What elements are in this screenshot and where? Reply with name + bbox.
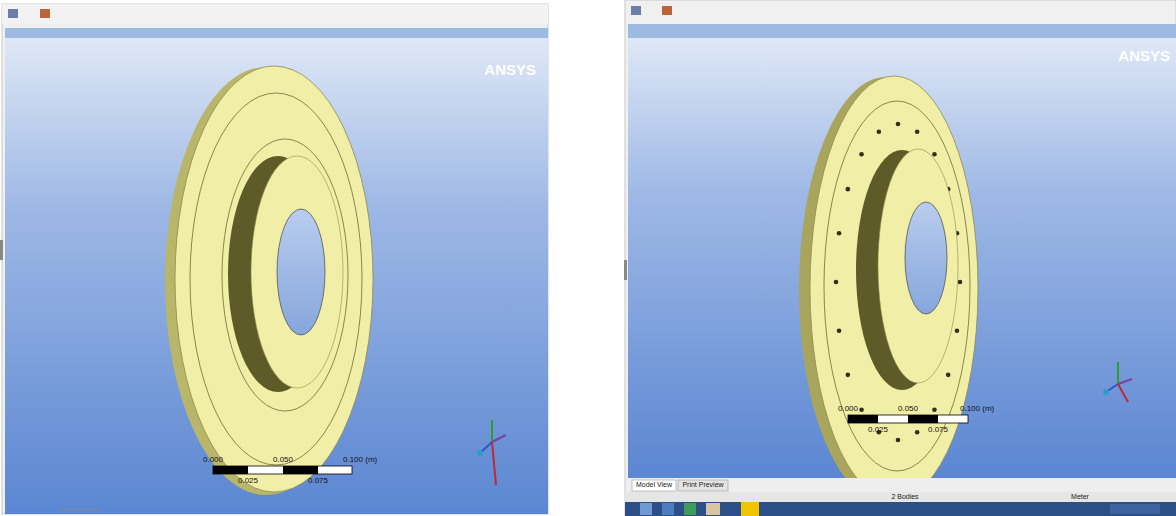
bolt-hole [846,373,851,378]
bolt-hole [834,280,839,285]
scale-value: 0.100 (m) [960,405,994,413]
left-window [0,4,548,514]
bolt-hole [896,122,901,127]
scale-value: 0.000 [203,456,223,464]
brand-logo: ANSYS [1118,48,1170,63]
right-window [624,0,1176,516]
tab-label: Print Preview [682,481,723,488]
scale-value: 0.100 (m) [343,456,377,464]
bolt-hole [896,438,901,443]
scale-value: 0.025 [238,477,258,485]
bolt-hole [915,430,920,435]
bolt-hole [859,408,864,413]
scale-value: 0.075 [308,477,328,485]
bolt-hole [946,373,951,378]
scale-value: 0.050 [273,456,293,464]
scale-value: 0.000 [838,405,858,413]
tab-label: Model View [636,481,672,488]
bolt-hole [877,129,882,134]
bolt-hole [846,187,851,192]
brand-logo: ANSYS [484,62,536,77]
scale-value: 0.025 [868,426,888,434]
scale-value: 0.075 [928,426,948,434]
bolt-hole [915,129,920,134]
bolt-hole [837,329,842,334]
scale-value: 0.050 [898,405,918,413]
bolt-hole [837,231,842,236]
bolt-hole [958,280,963,285]
status-text: Meter [1071,493,1089,500]
status-text: 2 Bodies [891,493,918,500]
bolt-hole [859,152,864,157]
bolt-hole [932,152,937,157]
bolt-hole [955,329,960,334]
bolt-hole [932,408,937,413]
